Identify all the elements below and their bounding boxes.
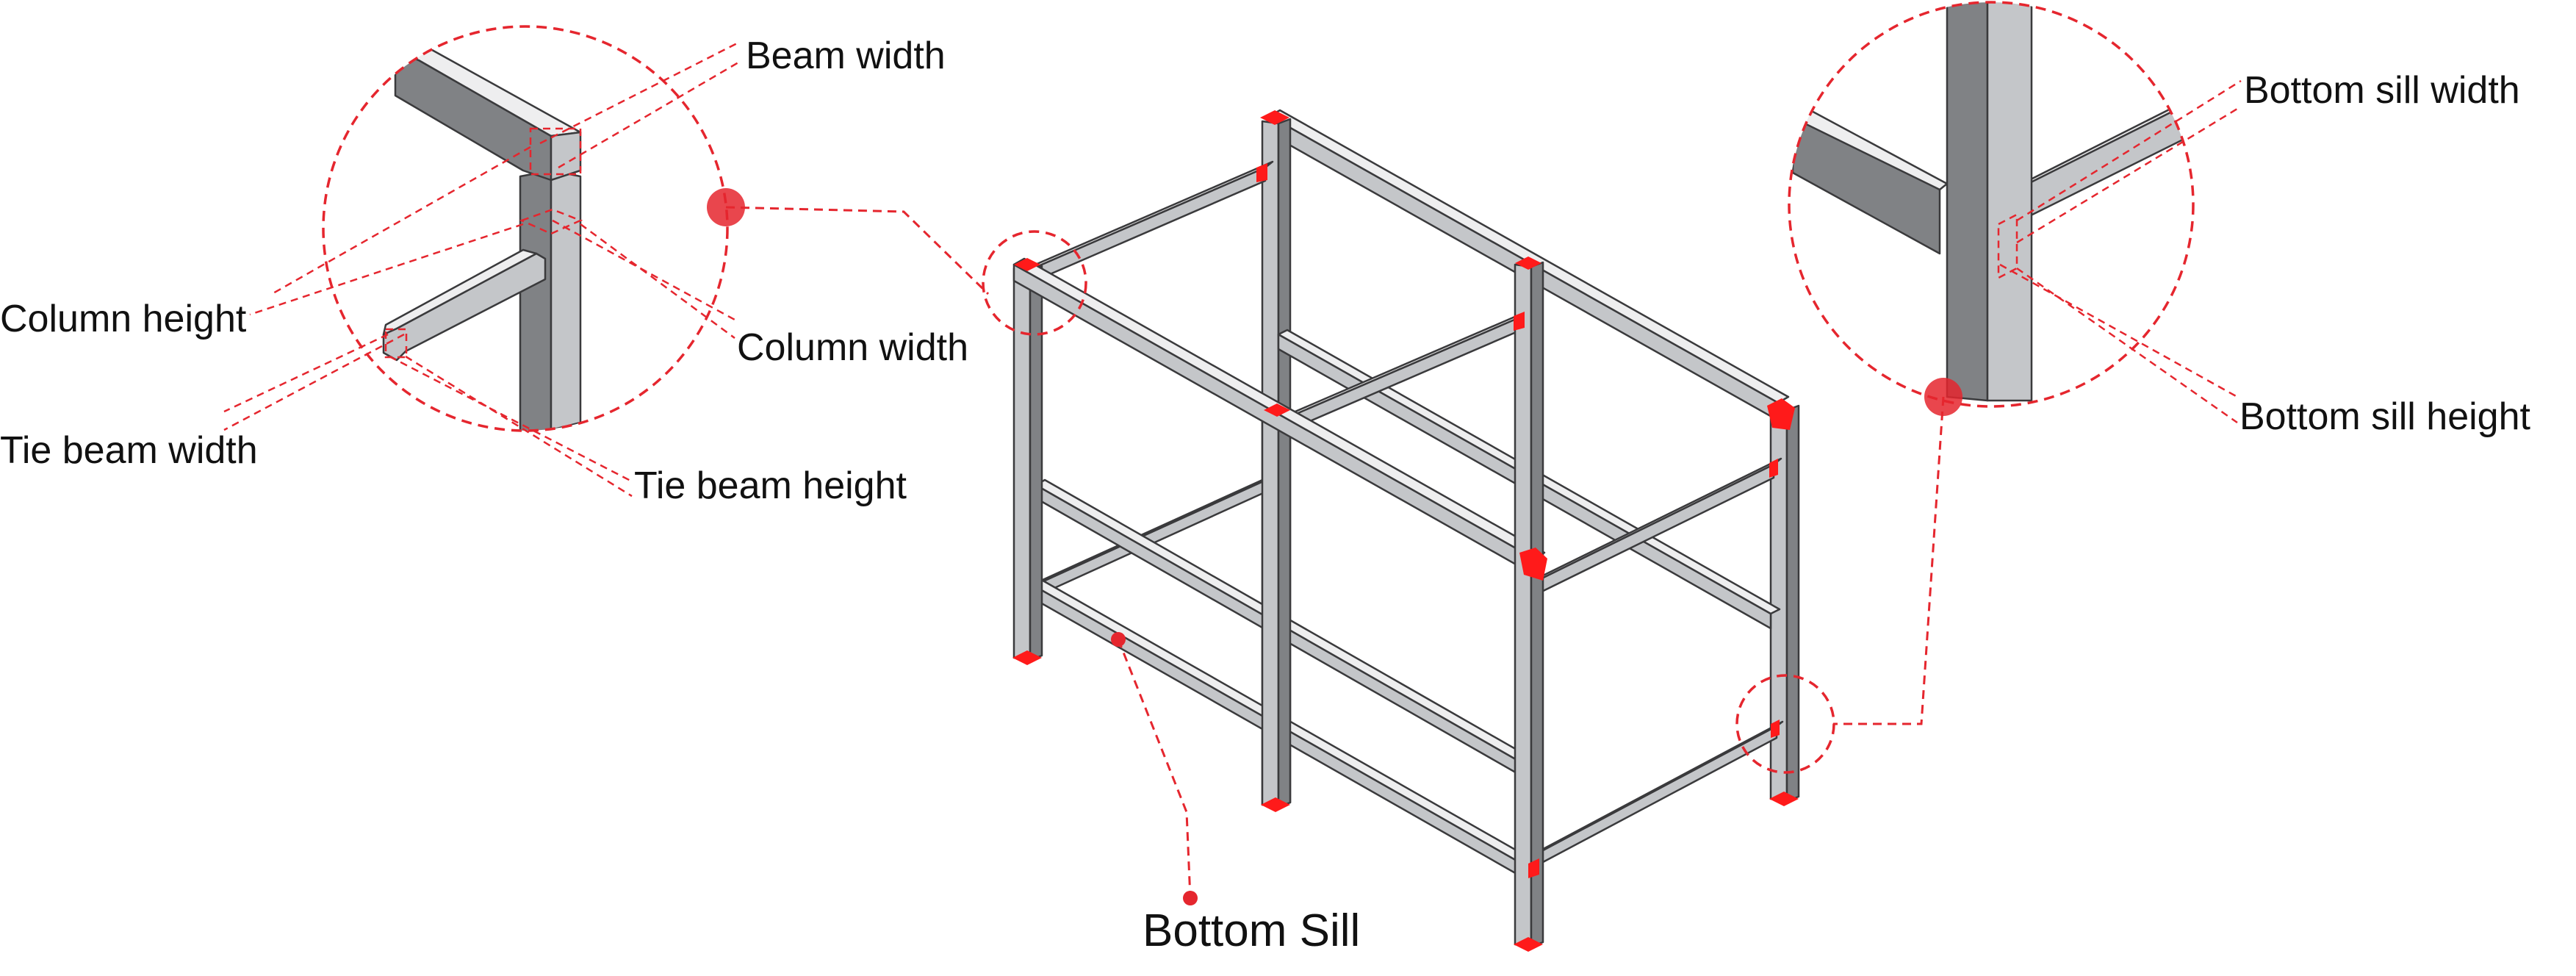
frame-highlight-circle-top-left xyxy=(982,230,1087,336)
label-bottom-sill-height: Bottom sill height xyxy=(2239,395,2531,438)
timber-frame-structure xyxy=(1012,109,1800,948)
connector-bottom-sill xyxy=(1111,632,1198,905)
label-bottom-sill: Bottom Sill xyxy=(1143,905,1360,956)
label-column-width: Column width xyxy=(737,326,968,369)
detail-callout-beam-column-joint xyxy=(322,25,729,432)
column-front-middle xyxy=(1261,412,1292,808)
detail-callout-bottom-sill-joint xyxy=(1788,1,2195,408)
detail-circle-left xyxy=(322,25,729,432)
left-top-tie-beam xyxy=(1020,160,1274,288)
connector-right xyxy=(1735,378,1962,774)
column-middle-right xyxy=(1514,261,1544,948)
label-tie-beam-width: Tie beam width xyxy=(0,429,258,472)
detail-circle-right xyxy=(1788,1,2195,408)
leader-lines-right xyxy=(1999,79,2242,424)
leader-lines-left xyxy=(223,41,739,498)
joint-markers xyxy=(1012,110,1799,952)
label-column-height: Column height xyxy=(0,298,247,340)
right-bottom-sill xyxy=(1530,720,1784,869)
right-top-tie-beam xyxy=(1528,457,1782,599)
label-tie-beam-height: Tie beam height xyxy=(634,464,907,507)
column-front-left xyxy=(1012,265,1043,661)
label-beam-width: Beam width xyxy=(746,35,946,77)
connector-left xyxy=(707,188,1087,336)
label-bottom-sill-width: Bottom sill width xyxy=(2244,69,2520,112)
frame-highlight-circle-bottom-right xyxy=(1735,674,1835,774)
